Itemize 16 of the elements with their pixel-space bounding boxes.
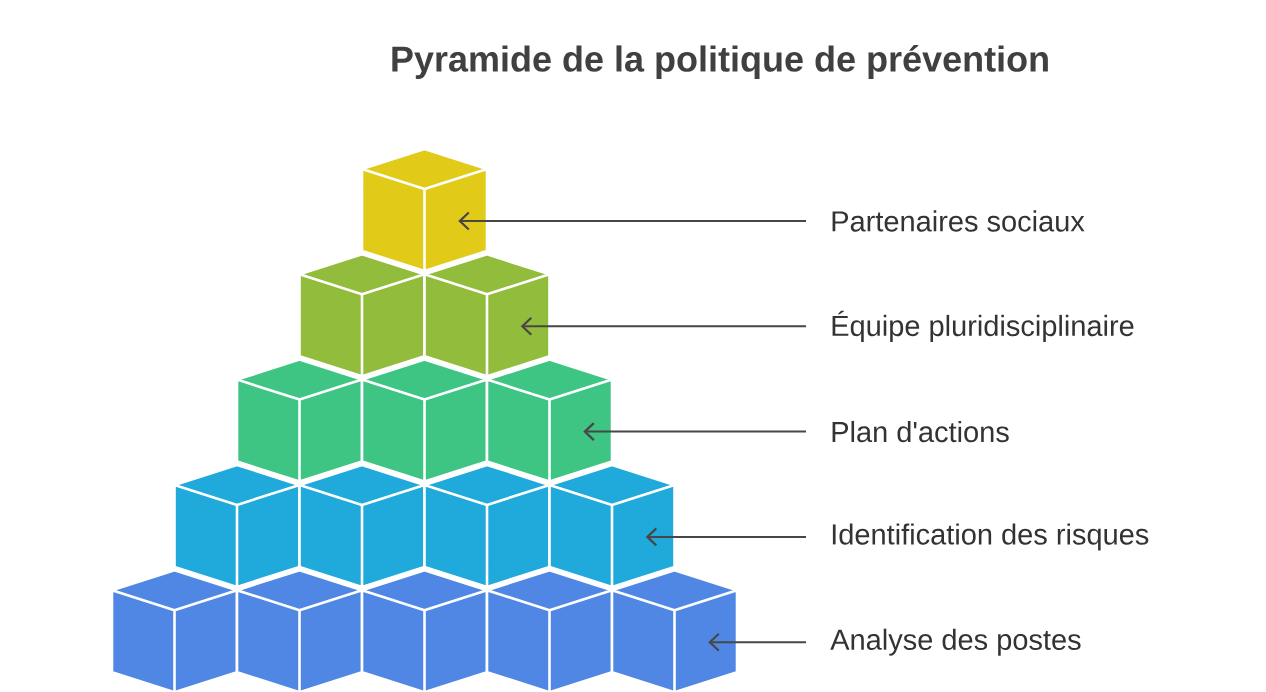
arrow [458, 211, 807, 231]
arrow [520, 317, 807, 336]
cube-drawing [235, 358, 614, 483]
label: Identification des risques [832, 523, 1149, 551]
label: Analyse des postes [830, 628, 1081, 656]
label: Partenaires sociaux [832, 210, 1085, 232]
label: Équipe pluridisciplinaire [832, 310, 1134, 342]
arrow [708, 632, 807, 652]
cube-drawing [173, 463, 676, 589]
arrow [645, 527, 807, 547]
arrow [583, 422, 807, 441]
title: Pyramide de la politique de prévention [392, 45, 1048, 79]
cube-drawing [298, 253, 551, 378]
label: Plan d'actions [832, 420, 1009, 443]
cube-drawing [110, 568, 739, 692]
cube-drawing [360, 147, 489, 273]
